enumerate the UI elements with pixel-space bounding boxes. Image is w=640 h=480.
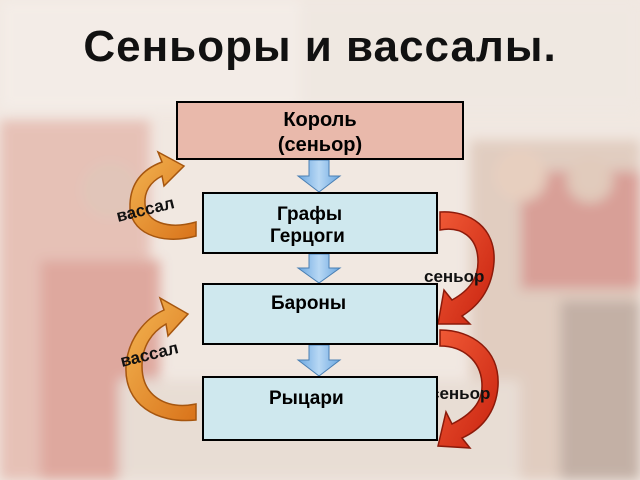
vassal-arrow-upper [129, 150, 197, 240]
king-label: Король [283, 109, 357, 131]
knights-label: Рыцари [269, 388, 344, 409]
slide-title: Сеньоры и вассалы. [83, 22, 557, 71]
counts-label: Графы [277, 204, 343, 225]
seigneur-label-upper: сеньор [424, 267, 484, 286]
down-arrow-2 [296, 253, 342, 284]
vassal-label-lower: вассал [118, 338, 180, 371]
king-sublabel: (сеньор) [277, 134, 363, 156]
barons-box: Бароны [202, 283, 438, 345]
barons-label: Бароны [271, 293, 347, 314]
seigneur-arrow-lower [437, 329, 499, 449]
down-arrow-3 [296, 344, 342, 377]
knights-box: Рыцари [202, 376, 438, 441]
vassal-arrow-lower [125, 296, 197, 422]
seigneur-label-lower: сеньор [430, 384, 490, 403]
counts-dukes-box: Графы Герцоги [202, 192, 438, 254]
dukes-label: Герцоги [270, 226, 345, 247]
seigneur-arrow-upper [437, 211, 495, 325]
king-box: Король (сеньор) [176, 101, 464, 160]
down-arrow-1 [296, 159, 342, 193]
